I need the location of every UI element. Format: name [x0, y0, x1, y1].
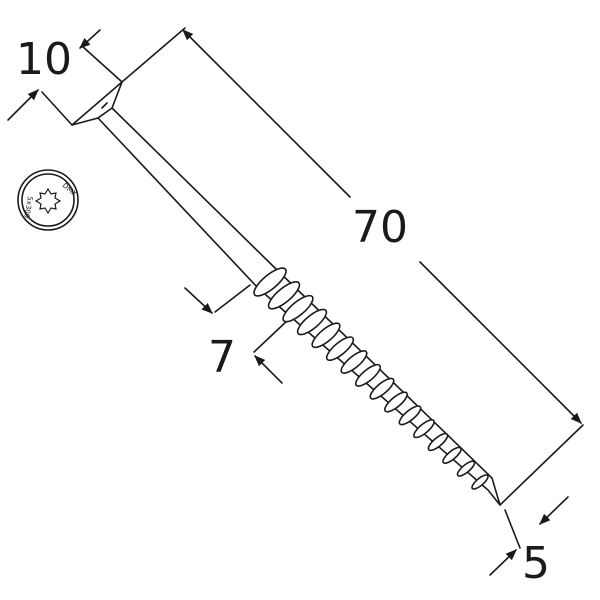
thread-coil	[354, 363, 382, 387]
thread-coil	[325, 336, 355, 362]
thread-coil	[311, 322, 341, 349]
head-dimension-line	[7, 29, 123, 126]
thread-coil	[369, 377, 395, 400]
length-label: 70	[352, 202, 408, 253]
thread-coil	[282, 294, 314, 323]
thread-coil	[427, 432, 449, 452]
thread-coil	[340, 350, 368, 374]
head-diameter-label: 10	[16, 34, 72, 85]
tip-dimension-line	[489, 496, 569, 576]
thread-coil	[253, 267, 287, 297]
thread-coil	[456, 460, 476, 477]
thread-coil	[398, 405, 422, 426]
tip-diameter-label: 5	[522, 538, 550, 589]
thread-coil	[384, 391, 408, 413]
thread-coil	[442, 446, 462, 465]
head-marking-top-text: DMX	[61, 181, 79, 198]
thread-coil	[413, 419, 435, 439]
thread-diameter-label: 7	[208, 332, 236, 383]
thread-coil	[296, 308, 328, 336]
thread-coil	[471, 474, 489, 490]
thread-coil	[267, 281, 301, 310]
head-marking-side-text: 5x300	[22, 196, 34, 219]
thread-dimension-line	[184, 284, 289, 384]
head-top-view	[17, 169, 79, 231]
screw	[71, 81, 501, 506]
length-dimension-line	[121, 27, 584, 506]
